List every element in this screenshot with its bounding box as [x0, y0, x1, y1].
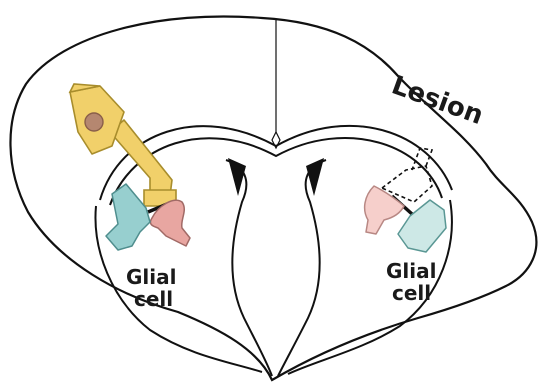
- glial-cell-right-label-line1: Glial: [386, 259, 436, 283]
- glial-cell-left-label-line1: Glial: [126, 265, 176, 289]
- glial-cell-left-label-line2: cell: [134, 287, 173, 311]
- glial-cell-right-label-line2: cell: [392, 281, 431, 305]
- neuron-nucleus: [85, 113, 103, 131]
- brain-outline: [10, 16, 536, 380]
